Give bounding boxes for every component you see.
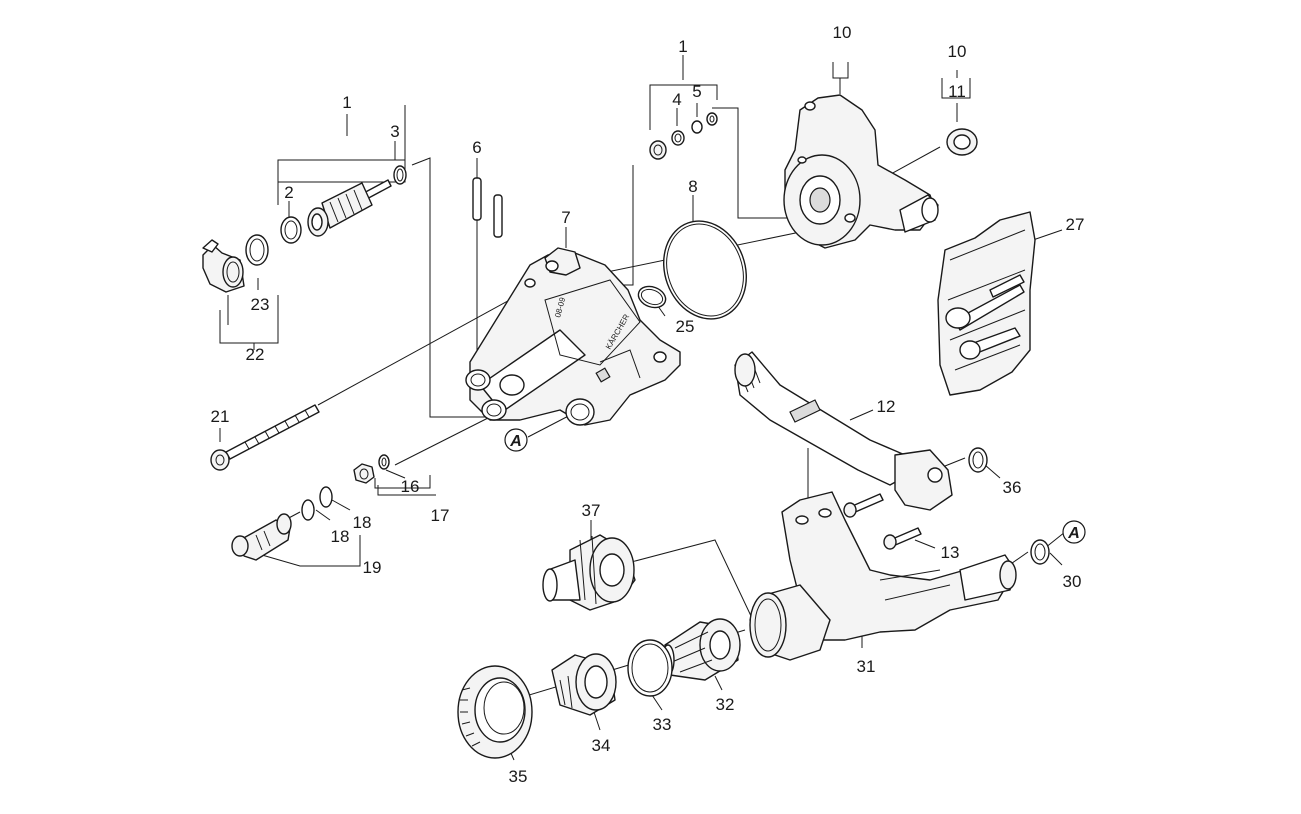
inlet-tube-part-12 [734,351,953,511]
callout-13: 13 [941,543,960,562]
washer-part-33 [627,639,673,697]
callout-27: 27 [1066,215,1085,234]
o-ring-part-25 [637,285,667,309]
callout-21: 21 [211,407,230,426]
marker-a-left-label: A [509,433,522,450]
nozzle-part-19 [231,513,292,561]
union-nut-part-35 [457,665,533,759]
callout-10-right: 10 [948,42,967,61]
callout-19: 19 [363,558,382,577]
marker-a-left: A [504,428,528,452]
callout-30: 30 [1063,572,1082,591]
seal-part-11 [946,128,978,156]
callout-12: 12 [877,397,896,416]
callout-4: 4 [672,90,681,109]
callout-7: 7 [561,208,570,227]
callout-33: 33 [653,715,672,734]
bracket-part-31 [749,491,1017,661]
callout-18-a: 18 [331,527,350,546]
bolt-part-21 [210,404,320,471]
cylinder-head-part-10 [783,94,939,249]
pump-housing-part-7: 08-09 KÄRCHER [465,247,681,426]
callout-5: 5 [692,82,701,101]
callout-3: 3 [390,122,399,141]
o-ring-part-2 [280,216,302,244]
callout-37: 37 [582,501,601,520]
callout-25: 25 [676,317,695,336]
callout-2: 2 [284,183,293,202]
o-ring-part-23 [245,234,269,266]
o-ring-part-36 [968,447,988,473]
callout-8: 8 [688,177,697,196]
callout-6: 6 [472,138,481,157]
o-rings-part-18 [301,486,333,521]
callout-11: 11 [948,82,966,101]
elbow-fitting-part-22 [202,239,245,325]
adapter-part-34 [551,653,617,716]
callout-31: 31 [857,657,876,676]
valve-stem-part-3 [307,165,407,237]
screw-part-13 [843,493,922,550]
seal-parts-4-5 [649,112,718,160]
parts-bag-part-27 [937,211,1036,396]
callout-32: 32 [716,695,735,714]
callout-1-right: 1 [678,37,687,56]
callout-22: 22 [246,345,265,364]
filter-part-32 [661,618,741,681]
marker-a-right-label: A [1067,525,1080,542]
nut-washer-part-16-17 [353,454,390,484]
valve-pins-part-6 [472,177,503,238]
callout-18-b: 18 [353,513,372,532]
callout-35: 35 [509,767,528,786]
callout-labels: 1 3 2 23 22 6 7 8 25 1 4 5 10 10 11 27 2… [211,23,1085,786]
callout-10-left: 10 [833,23,852,42]
callout-23: 23 [251,295,270,314]
o-ring-part-30 [1030,539,1050,565]
o-ring-part-8 [663,220,747,320]
callout-16: 16 [401,477,420,496]
marker-a-right: A [1062,520,1086,544]
callout-36: 36 [1003,478,1022,497]
callout-17: 17 [431,506,450,525]
callout-1-left: 1 [342,93,351,112]
hose-connector-part-37 [542,534,636,611]
callout-34: 34 [592,736,611,755]
